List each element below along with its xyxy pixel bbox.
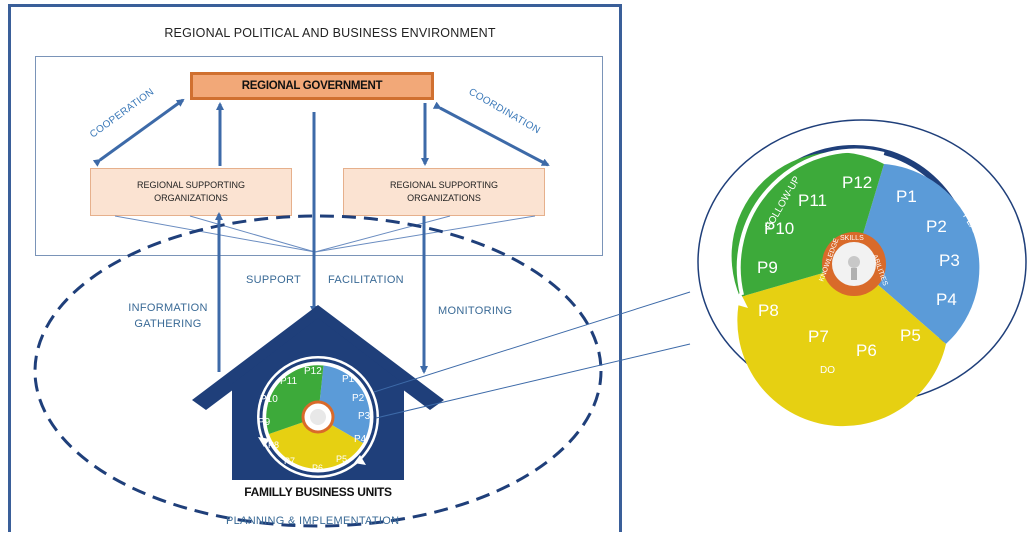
large-step-P12: P12	[842, 173, 872, 192]
funnel-line	[189, 215, 316, 253]
large-step-P8: P8	[758, 301, 779, 320]
supporting-org-right-label: REGIONAL SUPPORTING ORGANIZATIONS	[389, 180, 499, 203]
small-step-P8: P8	[268, 440, 279, 450]
zoom-connector-bottom	[375, 343, 691, 419]
small-do-sector	[269, 417, 363, 469]
large-step-P1: P1	[896, 187, 917, 206]
information-label-line1: INFORMATION	[128, 302, 208, 314]
small-step-P7: P7	[284, 456, 295, 466]
funnel-line	[314, 215, 451, 253]
inner-skills-label: SKILLS	[840, 235, 864, 242]
small-step-P3: P3	[358, 411, 371, 422]
large-step-P10: P10	[764, 219, 794, 238]
large-step-P11: P11	[798, 191, 827, 210]
environment-frame	[8, 4, 622, 532]
large-step-P6: P6	[856, 341, 877, 360]
family-business-units-label: FAMILLY BUSINESS UNITS	[244, 485, 392, 499]
phase-do-label: DO	[820, 365, 835, 376]
environment-title: REGIONAL POLITICAL AND BUSINESS ENVIRONM…	[164, 26, 496, 40]
supporting-org-right: REGIONAL SUPPORTING ORGANIZATIONS	[343, 168, 545, 216]
zoom-connector-top	[373, 291, 691, 393]
small-step-P2: P2	[352, 393, 365, 404]
coordination-arrow	[432, 101, 550, 167]
large-do-sector	[737, 264, 946, 427]
governance-box	[35, 56, 603, 256]
regional-government-box: REGIONAL GOVERNMENT	[190, 72, 434, 100]
planning-implementation-label: PLANNING & IMPLEMENTATION	[226, 515, 400, 527]
large-step-P2: P2	[926, 217, 947, 236]
small-step-P12: P12	[304, 366, 322, 377]
small-step-P11: P11	[280, 376, 297, 387]
small-step-P9: P9	[258, 417, 271, 428]
small-step-P10: P10	[260, 394, 278, 405]
planning-ellipse	[33, 214, 603, 528]
large-step-P7: P7	[808, 327, 829, 346]
information-gathering-label: INFORMATION GATHERING	[120, 302, 216, 330]
large-step-P9: P9	[757, 258, 778, 277]
small-cycle-wheel: P1 P2 P3 P4 P5 P6 P7 P8 P9 P10 P11 P12	[257, 356, 379, 478]
small-step-P5: P5	[336, 454, 347, 464]
large-cycle-wheel: P1 P2 P3 P4 P5 P6 P7 P8 P9 P10 P11 P12	[731, 145, 980, 427]
monitoring-label: MONITORING	[438, 305, 513, 317]
large-plan-sector	[854, 164, 980, 344]
funnel-line	[114, 215, 316, 253]
large-step-P3: P3	[939, 251, 960, 270]
information-label-line2: GATHERING	[134, 318, 202, 330]
large-step-P4: P4	[936, 290, 957, 309]
supporting-org-left: REGIONAL SUPPORTING ORGANIZATIONS	[90, 168, 292, 216]
small-step-P1: P1	[342, 374, 355, 385]
cooperation-arrow	[92, 98, 185, 167]
large-step-P5: P5	[900, 326, 921, 345]
support-label: SUPPORT	[246, 274, 302, 286]
small-step-P6: P6	[312, 463, 323, 473]
supporting-org-left-label: REGIONAL SUPPORTING ORGANIZATIONS	[136, 180, 246, 203]
facilitation-label: FACILITATION	[328, 274, 404, 286]
small-step-P4: P4	[354, 434, 367, 445]
